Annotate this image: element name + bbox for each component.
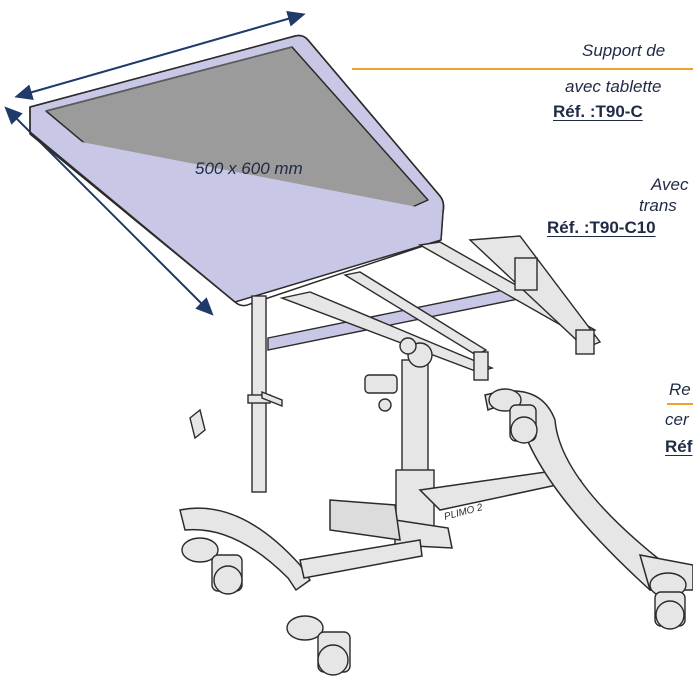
central-column xyxy=(189,337,435,541)
callout-3-ref[interactable]: Réf xyxy=(665,437,693,456)
tray xyxy=(29,34,445,307)
callout-2-line1: Avec xyxy=(651,175,689,194)
callout-leader-1 xyxy=(352,68,693,70)
side-post xyxy=(247,295,283,493)
width-dimension-arrow xyxy=(14,11,306,100)
dimension-label: 500 x 600 mm xyxy=(195,159,303,178)
callout-leader-3 xyxy=(667,403,693,405)
callout-1-line2: avec tablette xyxy=(565,77,662,96)
casters xyxy=(181,388,687,676)
callout-3-line1: Re xyxy=(669,380,691,399)
callout-1-line1: Support de xyxy=(582,41,666,60)
callout-3-line2: cer xyxy=(665,410,689,429)
callout-1-ref[interactable]: Réf. :T90-C xyxy=(553,102,643,121)
callout-2-line2: trans xyxy=(639,196,677,215)
callout-2-ref[interactable]: Réf. :T90-C10 xyxy=(547,218,656,237)
frame-tubes xyxy=(267,235,602,381)
